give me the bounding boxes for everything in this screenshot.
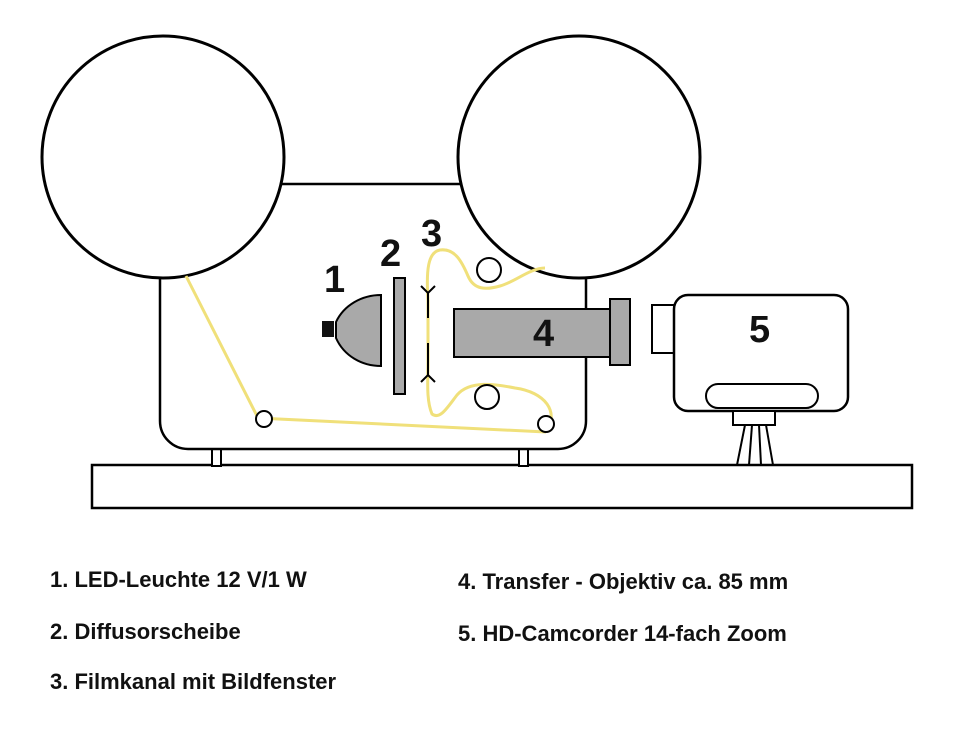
legend-item-5: 5. HD-Camcorder 14-fach Zoom bbox=[458, 621, 787, 646]
lamp-socket bbox=[322, 321, 334, 337]
label-3: 3 bbox=[421, 213, 442, 255]
film-gate-upper bbox=[420, 285, 436, 318]
legend-item-3: 3. Filmkanal mit Bildfenster bbox=[50, 669, 337, 694]
bottom-left-roller bbox=[255, 410, 273, 428]
label-4: 4 bbox=[533, 313, 554, 355]
camcorder-lens-mount bbox=[651, 304, 675, 354]
film-path-upper-loop bbox=[425, 248, 546, 301]
film-path-lower-loop bbox=[426, 359, 553, 433]
left-reel bbox=[40, 34, 286, 280]
legend-item-1: 1. LED-Leuchte 12 V/1 W bbox=[50, 567, 307, 592]
upper-guide-roller bbox=[476, 257, 502, 283]
base-board bbox=[90, 463, 914, 510]
tripod-legs bbox=[736, 424, 774, 466]
transfer-lens-ring bbox=[609, 298, 631, 366]
legend-item-4: 4. Transfer - Objektiv ca. 85 mm bbox=[458, 569, 789, 594]
lamp-housing bbox=[335, 293, 382, 368]
label-2: 2 bbox=[380, 233, 401, 275]
label-5: 5 bbox=[749, 309, 770, 351]
bottom-right-roller bbox=[537, 415, 555, 433]
legend-item-2: 2. Diffusorscheibe bbox=[50, 619, 241, 644]
transfer-lens-barrel bbox=[453, 308, 612, 358]
label-1: 1 bbox=[324, 259, 345, 301]
film-gate-lower bbox=[420, 343, 436, 383]
camcorder-handle bbox=[705, 383, 819, 409]
lower-guide-roller bbox=[474, 384, 500, 410]
tripod-head bbox=[732, 410, 776, 426]
diffuser-plate bbox=[393, 277, 406, 395]
right-reel bbox=[456, 34, 702, 280]
